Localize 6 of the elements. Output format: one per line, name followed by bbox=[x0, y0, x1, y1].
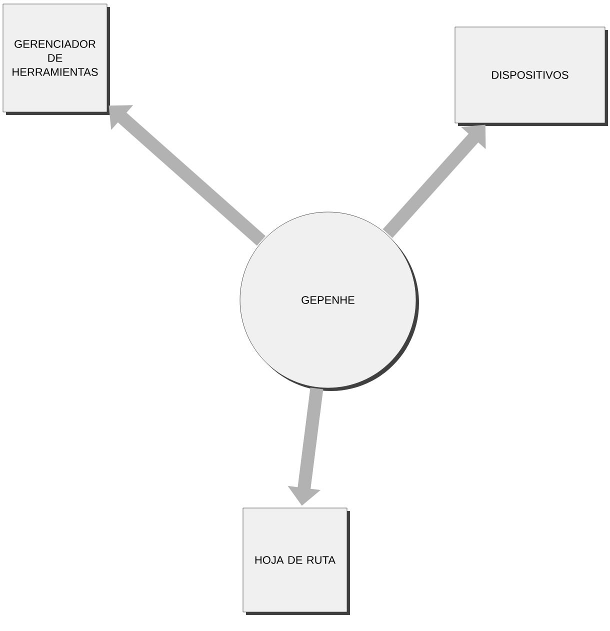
process-box: GERENCIADOR DE HERRAMIENTAS bbox=[2, 4, 110, 115]
circle-node: GEPENHE bbox=[240, 212, 419, 391]
process-box: HOJA DE RUTA bbox=[242, 508, 350, 615]
block-arrow bbox=[108, 105, 266, 246]
block-arrow bbox=[382, 124, 486, 238]
process-box: DISPOSITIVOS bbox=[454, 26, 608, 126]
